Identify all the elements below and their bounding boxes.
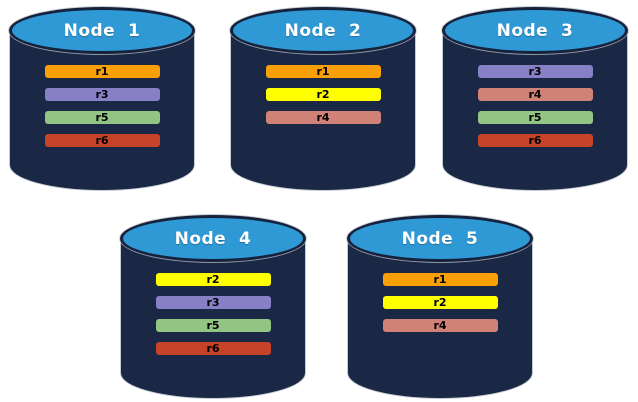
replica-bar: r1	[265, 65, 381, 78]
replica-label: r5	[528, 111, 542, 124]
replica-list: r3 r4 r5 r6	[442, 65, 628, 157]
db-node: Node 4 r2 r3 r5 r6	[120, 215, 306, 399]
replica-bar: r6	[155, 342, 271, 355]
replica-label: r3	[528, 65, 542, 78]
replica-label: r3	[206, 296, 220, 309]
cylinder-top: Node 3	[442, 7, 628, 54]
cylinder-body	[120, 238, 306, 399]
replica-label: r6	[206, 342, 220, 355]
replica-label: r4	[433, 319, 447, 332]
replica-bar: r5	[155, 319, 271, 332]
cylinder-top: Node 2	[230, 7, 416, 54]
replica-bar: r2	[382, 296, 498, 309]
replica-bar: r6	[44, 134, 160, 147]
replica-bar: r1	[44, 65, 160, 78]
replica-bar: r4	[382, 319, 498, 332]
replica-label: r6	[95, 134, 109, 147]
node-title: Node 2	[284, 20, 362, 41]
replica-label: r5	[206, 319, 220, 332]
replica-bar: r5	[44, 111, 160, 124]
replica-bar: r6	[477, 134, 593, 147]
cylinder-top: Node 4	[120, 215, 306, 262]
node-title: Node 1	[63, 20, 141, 41]
replica-label: r2	[206, 273, 220, 286]
replica-label: r1	[95, 65, 109, 78]
replica-bar: r4	[477, 88, 593, 101]
replica-label: r4	[528, 88, 542, 101]
replica-list: r2 r3 r5 r6	[120, 273, 306, 365]
replica-bar: r3	[155, 296, 271, 309]
replica-list: r1 r3 r5 r6	[9, 65, 195, 157]
replica-bar: r5	[477, 111, 593, 124]
node-title: Node 4	[174, 228, 252, 249]
cylinder-body	[347, 238, 533, 399]
replica-bar: r3	[477, 65, 593, 78]
replica-label: r2	[316, 88, 330, 101]
replica-list: r1 r2 r4	[230, 65, 416, 134]
cylinder-top: Node 5	[347, 215, 533, 262]
replica-label: r3	[95, 88, 109, 101]
replica-bar: r1	[382, 273, 498, 286]
replica-bar: r3	[44, 88, 160, 101]
replica-label: r1	[316, 65, 330, 78]
db-node: Node 3 r3 r4 r5 r6	[442, 7, 628, 191]
replica-label: r6	[528, 134, 542, 147]
replica-list: r1 r2 r4	[347, 273, 533, 342]
cylinder-body	[9, 30, 195, 191]
replica-label: r2	[433, 296, 447, 309]
cylinder-top: Node 1	[9, 7, 195, 54]
replica-label: r1	[433, 273, 447, 286]
cylinder-body	[442, 30, 628, 191]
replica-bar: r2	[155, 273, 271, 286]
db-node: Node 1 r1 r3 r5 r6	[9, 7, 195, 191]
db-node: Node 5 r1 r2 r4	[347, 215, 533, 399]
replica-bar: r2	[265, 88, 381, 101]
replica-bar: r4	[265, 111, 381, 124]
node-title: Node 3	[496, 20, 574, 41]
db-node: Node 2 r1 r2 r4	[230, 7, 416, 191]
node-title: Node 5	[401, 228, 479, 249]
cylinder-body	[230, 30, 416, 191]
replica-label: r5	[95, 111, 109, 124]
replica-label: r4	[316, 111, 330, 124]
